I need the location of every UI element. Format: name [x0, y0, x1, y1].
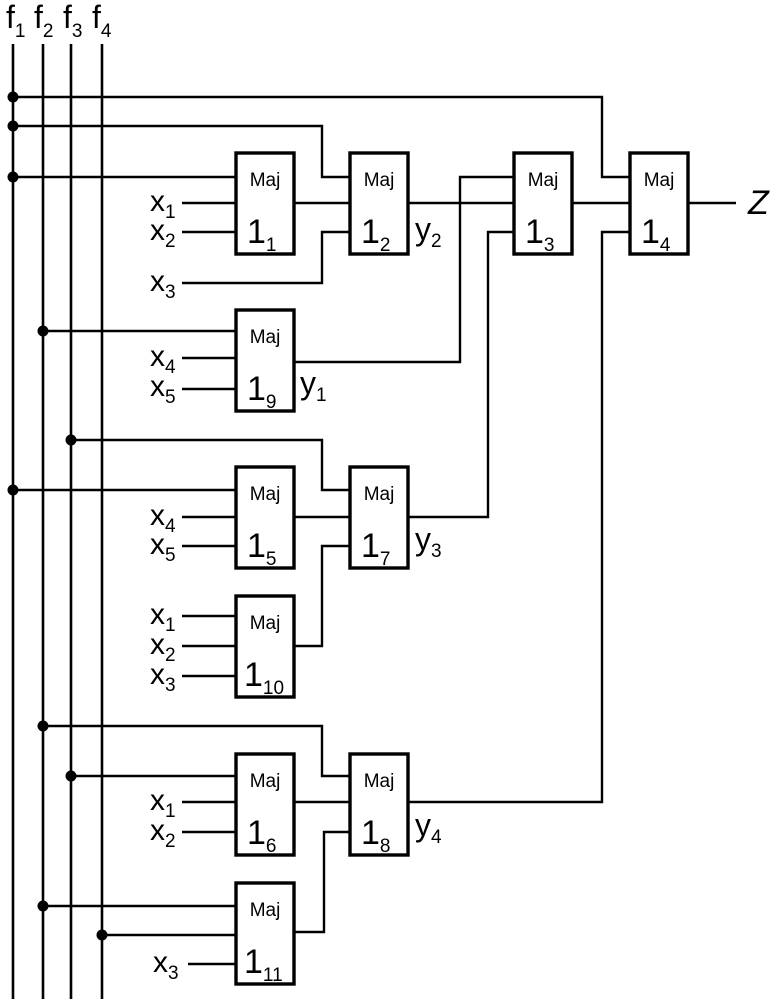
junction-dot	[97, 930, 108, 941]
gate-type-label: Maj	[250, 900, 281, 921]
wire-g10-to-g7	[294, 546, 350, 646]
output-label-y1: y1	[300, 365, 327, 406]
junction-dot	[38, 901, 49, 912]
bus-labels: f1 f2 f3 f4	[6, 0, 112, 42]
maj-gate-1-1: Maj 11	[236, 153, 294, 256]
gate-type-label: Maj	[250, 771, 281, 792]
output-label-y4: y4	[415, 807, 442, 848]
bus-label-f3: f3	[63, 0, 82, 42]
junction-dot	[8, 92, 19, 103]
junction-dots	[8, 92, 108, 941]
maj-gate-1-9: Maj 19	[236, 310, 294, 413]
wire-f1-to-g2	[13, 126, 350, 177]
gate-type-label: Maj	[250, 327, 281, 348]
gate-type-label: Maj	[364, 484, 395, 505]
junction-dot	[66, 435, 77, 446]
output-label-y2: y2	[415, 211, 442, 252]
maj-gate-1-10: Maj 110	[236, 596, 294, 699]
input-labels: x1 x2 x3 x4 x5 x4 x5 x1 x2 x3 x1 x2 x3	[150, 185, 179, 984]
maj-gate-1-3: Maj 13	[514, 153, 572, 256]
gate-type-label: Maj	[250, 170, 281, 191]
junction-dot	[38, 326, 49, 337]
wire-g11-to-g8	[294, 832, 350, 932]
junction-dot	[66, 771, 77, 782]
gate-type-label: Maj	[528, 170, 559, 191]
maj-gate-1-7: Maj 17	[350, 467, 408, 570]
junction-dot	[8, 121, 19, 132]
input-label-x3: x3	[153, 946, 179, 984]
maj-gate-1-11: Maj 111	[236, 883, 294, 986]
bus-lines	[13, 44, 102, 999]
gate-type-label: Maj	[250, 484, 281, 505]
wire-f3-to-g7	[71, 440, 350, 490]
gate-type-label: Maj	[364, 170, 395, 191]
maj-gate-1-2: Maj 12	[350, 153, 408, 256]
junction-dot	[8, 172, 19, 183]
bus-label-f2: f2	[34, 0, 53, 42]
output-label-z: Z	[747, 184, 770, 222]
gate-type-label: Maj	[644, 170, 675, 191]
maj-gate-1-4: Maj 14	[630, 153, 688, 256]
gate-type-label: Maj	[364, 771, 395, 792]
output-label-y3: y3	[415, 521, 442, 562]
bus-label-f4: f4	[92, 0, 112, 42]
gates: Maj 11 Maj 12 Maj 13 Maj 14 Maj 19 Maj 1…	[236, 153, 688, 986]
gate-type-label: Maj	[250, 613, 281, 634]
maj-gate-1-8: Maj 18	[350, 754, 408, 857]
maj-gate-1-6: Maj 16	[236, 754, 294, 857]
input-label-x3: x3	[150, 265, 176, 303]
junction-dot	[38, 721, 49, 732]
maj-gate-1-5: Maj 15	[236, 467, 294, 570]
junction-dot	[8, 485, 19, 496]
bus-label-f1: f1	[6, 0, 25, 42]
wire-f2-to-g8	[43, 726, 350, 776]
